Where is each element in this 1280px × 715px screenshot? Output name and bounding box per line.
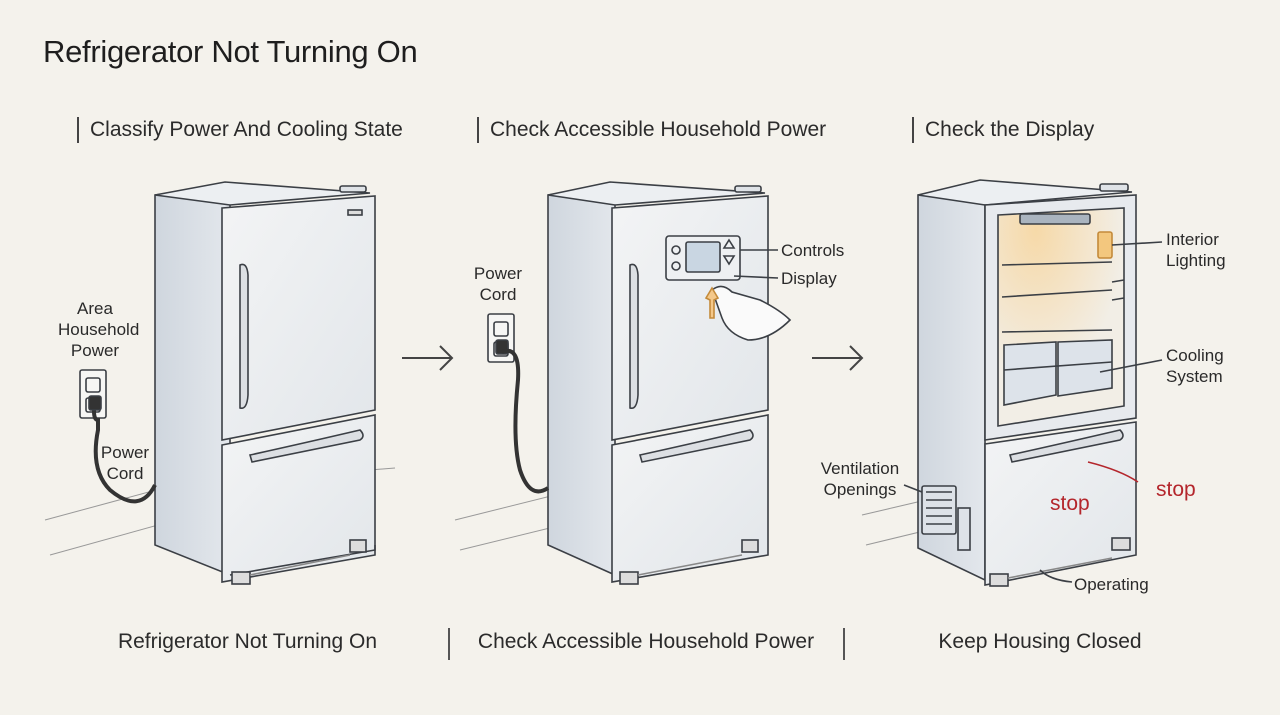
- stop-label-1: stop: [1050, 492, 1090, 515]
- footer-divider: [448, 628, 450, 660]
- label-power-cord-1: Power Cord: [100, 443, 150, 483]
- label-operating: Operating: [1074, 575, 1149, 594]
- label-controls: Controls: [781, 241, 845, 260]
- footer-caption-1: Refrigerator Not Turning On: [117, 630, 378, 653]
- label-power-cord-2: Power Cord: [473, 264, 523, 304]
- label-interior-lighting: Interior Lighting: [1166, 230, 1226, 270]
- arrow-right-icon: [402, 345, 454, 371]
- fridge-2: [454, 181, 792, 585]
- fridge-3: [861, 179, 1163, 587]
- footer-divider: [843, 628, 845, 660]
- label-display: Display: [781, 269, 837, 288]
- hand-icon: [704, 285, 792, 341]
- arrow-right-icon: [812, 345, 864, 371]
- label-area-household-power: Area Household Power: [58, 299, 140, 360]
- step-2-heading: Check Accessible Household Power: [477, 117, 826, 143]
- fridge-1: [44, 181, 396, 585]
- footer-caption-3: Keep Housing Closed: [938, 630, 1142, 653]
- label-cooling-system: Cooling System: [1166, 346, 1224, 386]
- footer-caption-2: Check Accessible Household Power: [477, 630, 815, 653]
- page-title: Refrigerator Not Turning On: [43, 34, 418, 69]
- stop-label-2: stop: [1156, 478, 1196, 501]
- step-1-heading: Classify Power And Cooling State: [77, 117, 403, 143]
- label-ventilation-openings: Ventilation Openings: [820, 459, 900, 499]
- step-3-heading: Check the Display: [912, 117, 1094, 143]
